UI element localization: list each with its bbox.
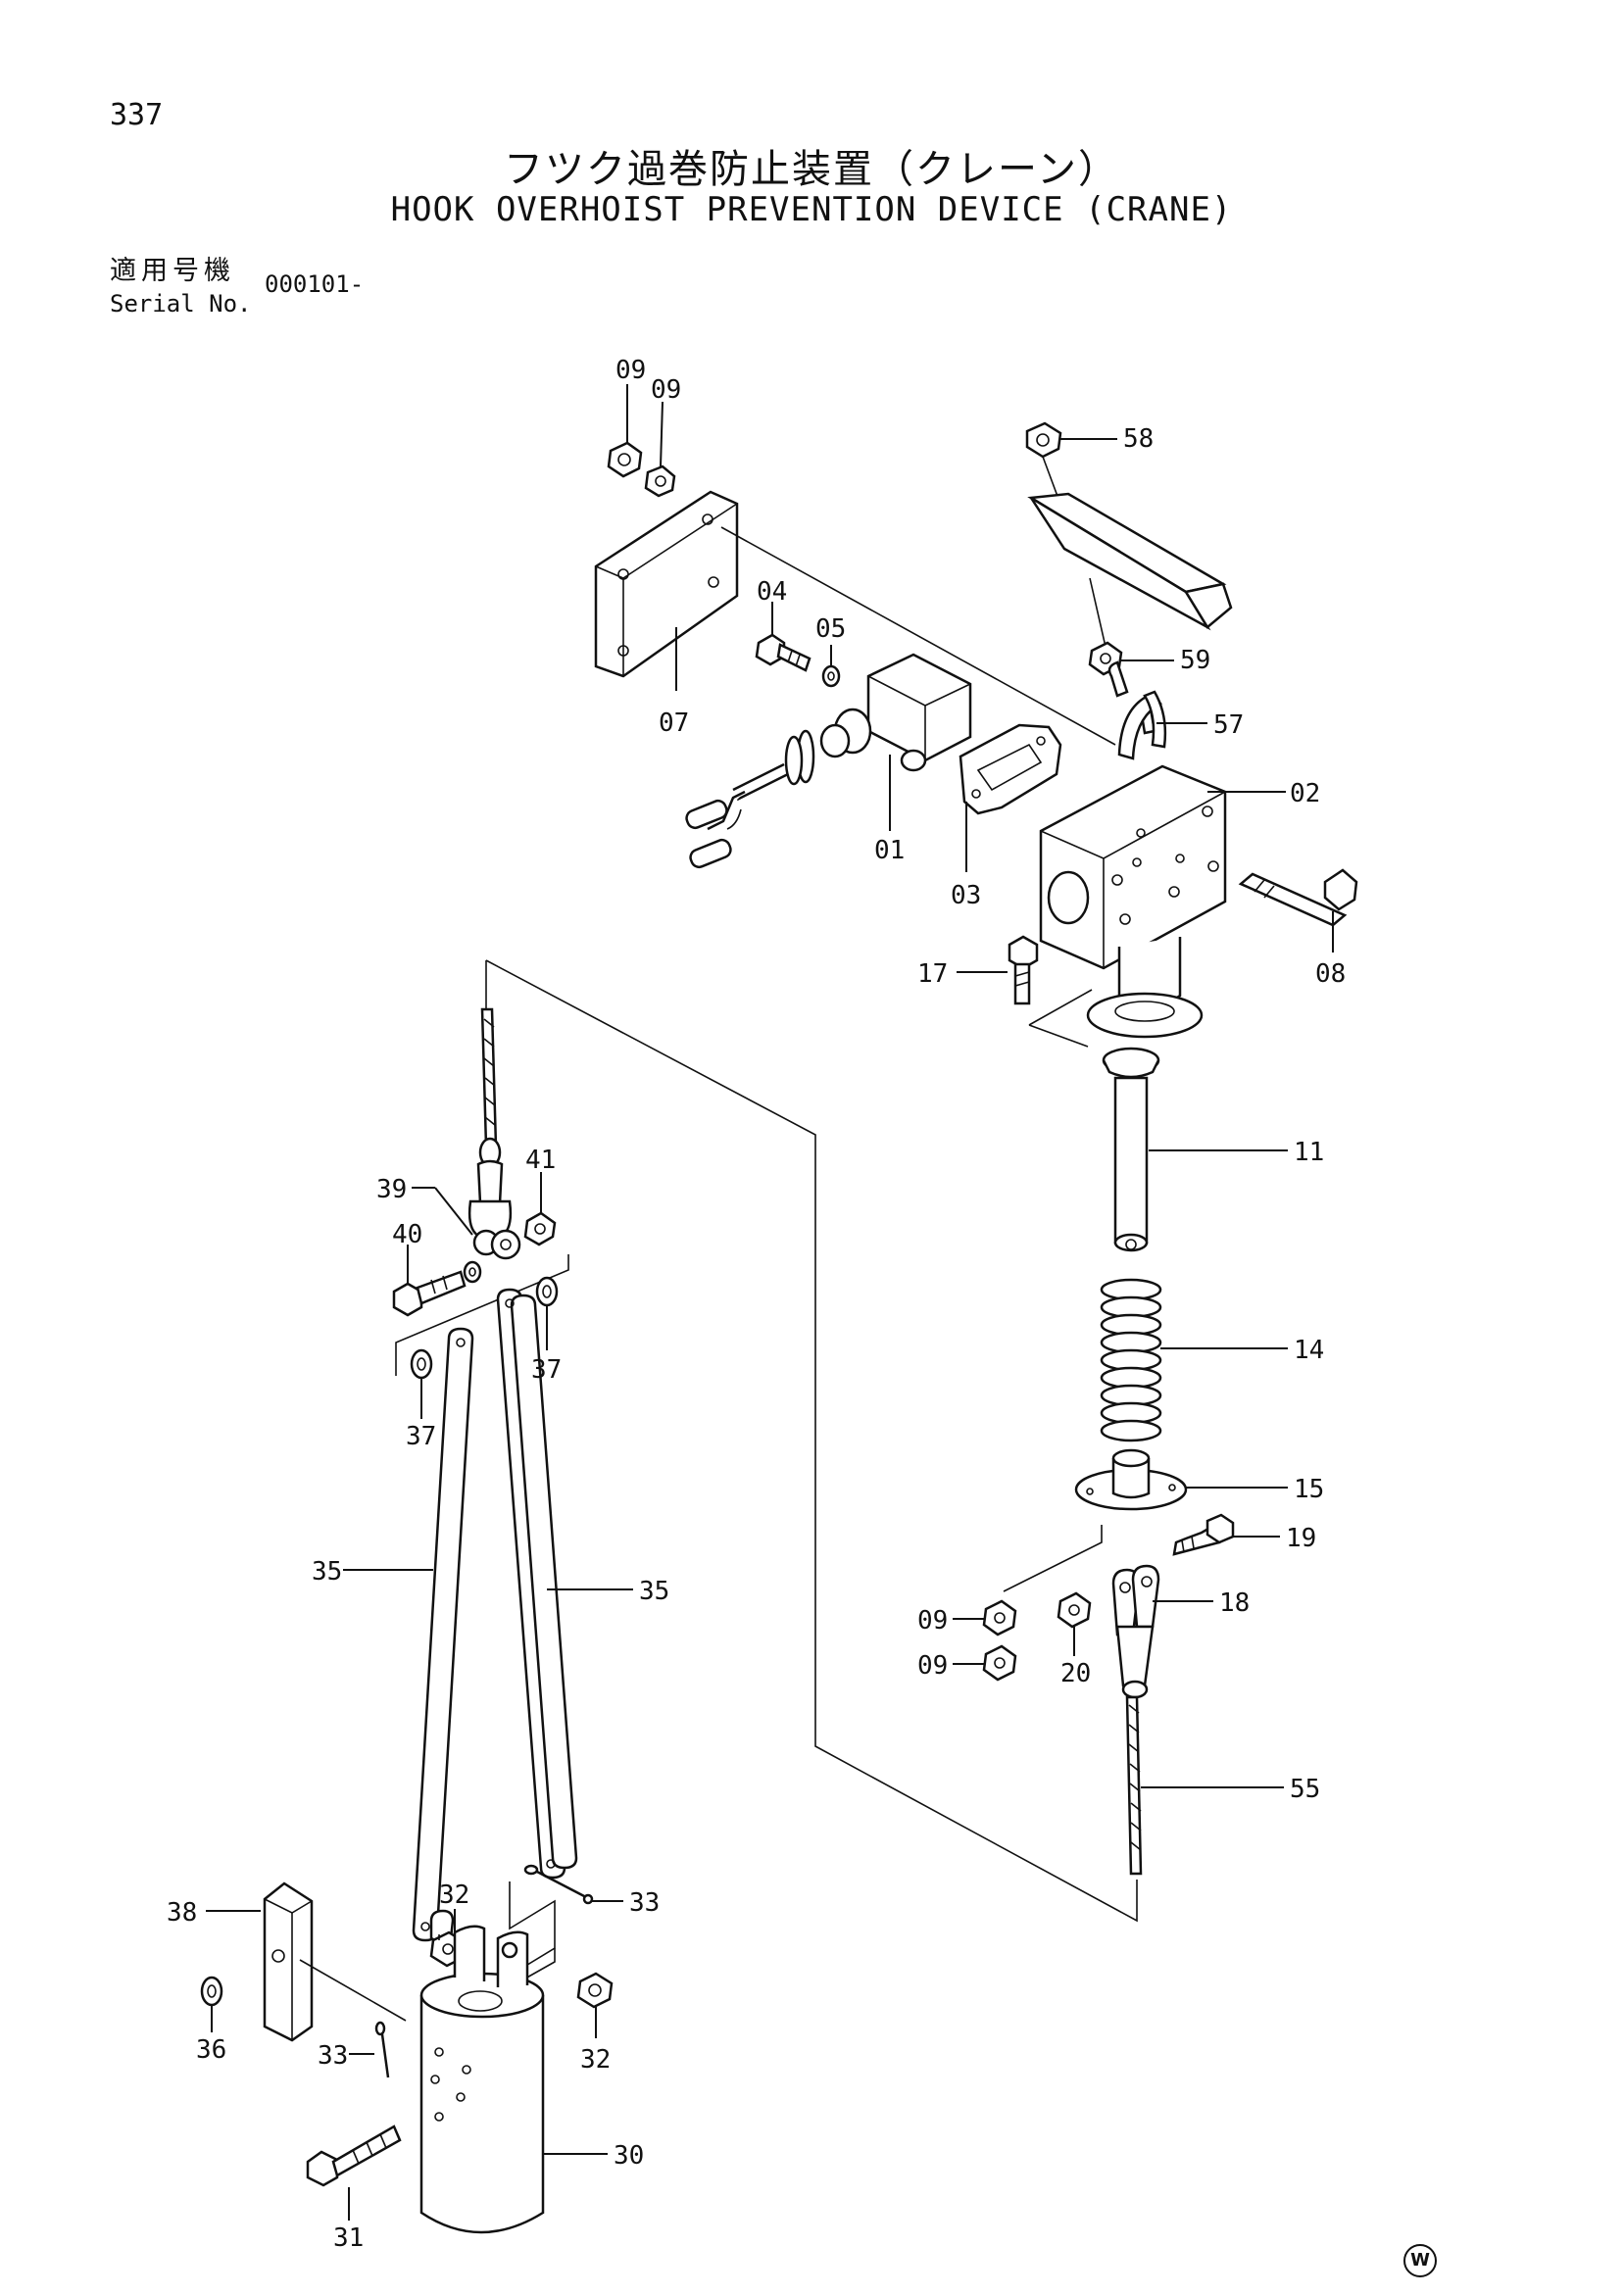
callout-33: 33 [629, 1888, 660, 1918]
callout-37: 37 [406, 1422, 436, 1451]
part-41-nut [523, 1211, 557, 1246]
callout-02: 02 [1290, 779, 1320, 808]
callout-11: 11 [1294, 1138, 1324, 1167]
callout-20: 20 [1060, 1659, 1091, 1688]
callout-37: 37 [531, 1355, 562, 1385]
callout-15: 15 [1294, 1475, 1324, 1504]
title-japanese: フツク過巻防止装置（クレーン） [504, 147, 1119, 192]
callout-32: 32 [439, 1881, 469, 1910]
publisher-mark: W [1403, 2244, 1437, 2277]
title-english: HOOK OVERHOIST PREVENTION DEVICE (CRANE) [390, 190, 1233, 229]
part-01-limit-switch [685, 653, 972, 869]
part-05-washer [821, 664, 841, 688]
callout-39: 39 [376, 1175, 407, 1204]
callout-36: 36 [196, 2035, 226, 2065]
callout-57: 57 [1213, 710, 1244, 740]
part-36-washer [200, 1976, 223, 2007]
serial-label-japanese: 適用号機 [110, 256, 235, 286]
callout-35: 35 [312, 1557, 342, 1587]
part-07-plate [594, 490, 739, 678]
part-40-bolt [392, 1260, 482, 1317]
serial-label-english: Serial No. [110, 290, 252, 318]
callout-41: 41 [525, 1146, 556, 1175]
part-02-switch-housing [1039, 764, 1227, 1039]
callout-38: 38 [167, 1898, 197, 1928]
callout-14: 14 [1294, 1336, 1324, 1365]
part-32-nut-right [576, 1972, 614, 2009]
part-17-bolt [1008, 935, 1039, 1005]
callout-07: 07 [659, 708, 689, 738]
callout-55: 55 [1290, 1775, 1320, 1804]
part-31-bolt [306, 2125, 402, 2187]
callout-09: 09 [917, 1606, 948, 1636]
callout-09: 09 [651, 375, 681, 405]
part-39-rope-socket [467, 1159, 521, 1260]
callout-40: 40 [392, 1220, 422, 1249]
part-15-spring-seat [1074, 1448, 1188, 1511]
callout-09: 09 [615, 356, 646, 385]
part-33-pin-lower [374, 2021, 390, 2078]
part-37-washer-left [410, 1348, 433, 1380]
callout-18: 18 [1219, 1588, 1250, 1618]
part-55-wire-rope [1125, 1695, 1143, 1876]
part-14-spring [1100, 1278, 1162, 1442]
page-number: 337 [110, 98, 164, 132]
part-09-nut-lower [982, 1599, 1017, 1682]
part-35-link-left [412, 1327, 474, 1943]
callout-31: 31 [333, 2223, 364, 2253]
callout-17: 17 [917, 959, 948, 989]
part-37-washer-right [535, 1276, 559, 1307]
callout-05: 05 [815, 614, 846, 644]
part-18-clevis-socket [1111, 1564, 1160, 1699]
callout-04: 04 [757, 577, 787, 607]
part-09-nut-top [607, 441, 676, 498]
callout-59: 59 [1180, 646, 1210, 675]
part-11-rod [1102, 1047, 1160, 1252]
callout-03: 03 [951, 881, 981, 910]
part-33-pin-upper [523, 1864, 594, 1905]
part-03-gasket [959, 723, 1062, 815]
callout-35: 35 [639, 1577, 669, 1606]
part-cover-bracket [1027, 492, 1233, 631]
callout-08: 08 [1315, 959, 1346, 989]
callout-01: 01 [874, 836, 905, 865]
part-20-nut [1057, 1591, 1092, 1629]
callout-19: 19 [1286, 1524, 1316, 1553]
part-58-nut [1025, 421, 1062, 459]
callout-58: 58 [1123, 424, 1154, 454]
part-57-guide-bracket [1107, 660, 1167, 760]
callout-30: 30 [614, 2141, 644, 2171]
part-08-bolt [1238, 868, 1358, 927]
callout-32: 32 [580, 2045, 611, 2075]
part-04-bolt [755, 633, 812, 672]
callout-09: 09 [917, 1651, 948, 1681]
part-upper-wire-rope [478, 1007, 502, 1168]
callout-33: 33 [318, 2041, 348, 2071]
serial-number-value: 000101- [265, 270, 365, 298]
part-30-hook-block [419, 1925, 545, 2234]
part-19-bolt [1172, 1513, 1235, 1556]
part-38-block [263, 1881, 314, 2042]
